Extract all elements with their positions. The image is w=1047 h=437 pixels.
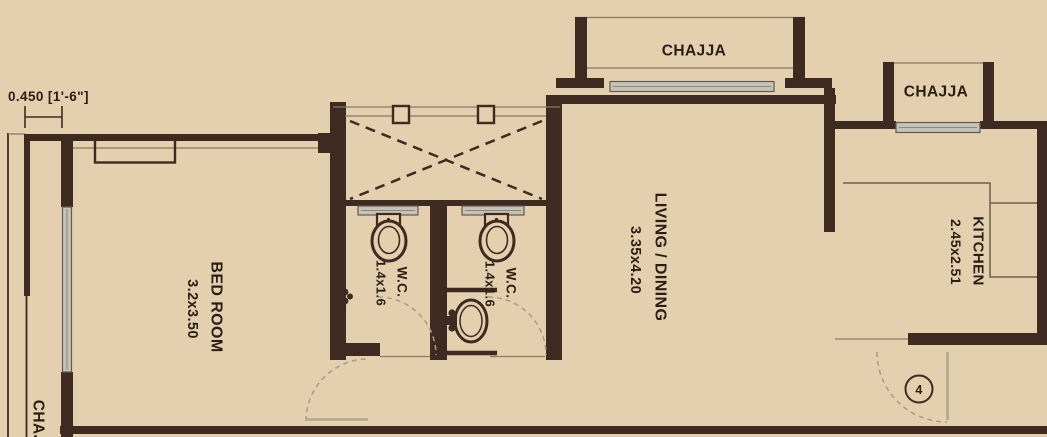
living-name: LIVING / DINING	[652, 193, 669, 322]
toilet-wc1	[370, 212, 408, 263]
chajja-top-label: CHAJJA	[662, 43, 726, 60]
wall-segment	[908, 333, 1047, 345]
wall-segment	[346, 200, 546, 206]
duct-cross-line	[349, 119, 543, 201]
wc1-door-arc	[377, 296, 437, 356]
chajja-pillar	[883, 62, 894, 126]
tap-body	[338, 292, 343, 301]
bedroom-door-arc	[305, 358, 369, 422]
wall-pier	[318, 133, 331, 153]
wall-segment	[824, 88, 835, 232]
kitchen-platform	[843, 182, 1037, 278]
chajja-pillar	[793, 17, 805, 80]
room-labels: BED ROOM 3.2x3.50 W.C. 1.4x1.6 W.C. 1.4x…	[30, 193, 987, 437]
wc2-name: W.C.	[504, 268, 519, 299]
wall-segment	[980, 121, 1047, 129]
door-tag-circle	[904, 374, 934, 404]
wall-segment	[344, 343, 380, 356]
entrance-door-arc	[876, 351, 948, 423]
wall-segment	[61, 372, 73, 437]
wall-segment	[60, 426, 1047, 434]
wall-segment	[61, 139, 73, 207]
wall-segment	[24, 134, 345, 141]
platform-edge	[843, 182, 1037, 278]
wall-segment	[1037, 121, 1047, 345]
toilet-bowl-inner	[377, 225, 401, 255]
tap-knob	[347, 293, 353, 300]
chajja-right-label: CHAJJA	[904, 84, 968, 101]
dimension-annotation: 0.450 [1'-6"]	[8, 89, 89, 128]
wc2-door-arc	[487, 296, 547, 356]
tap-knob	[341, 288, 349, 296]
wall-segment	[330, 102, 346, 360]
washbasin-wc2	[438, 287, 497, 356]
wall-niche-box	[93, 136, 177, 164]
toilet-bowl-inner	[485, 225, 509, 255]
kitchen-size: 2.45x2.51	[948, 219, 964, 285]
tap-knob	[341, 297, 349, 305]
tap-wc1	[338, 288, 353, 305]
dimension-label: 0.450 [1'-6"]	[8, 89, 89, 104]
wall-segment	[430, 203, 447, 360]
column	[391, 104, 411, 125]
wall-segment	[546, 95, 562, 360]
basin-counter	[438, 287, 497, 356]
bedroom-name: BED ROOM	[208, 261, 225, 352]
wc1-name: W.C.	[395, 267, 410, 298]
duct-area	[333, 104, 560, 201]
wall-segment	[556, 78, 604, 88]
wall-segment	[832, 121, 896, 129]
wall-segment	[24, 134, 30, 296]
door-tag-label: 4	[915, 383, 922, 397]
chajja-top: CHAJJA	[556, 16, 832, 93]
column	[476, 104, 496, 125]
tap-body	[447, 316, 457, 325]
chajja-right: CHAJJA	[883, 62, 994, 134]
kitchen-name: KITCHEN	[970, 216, 987, 285]
wc2-size: 1.4x1.6	[483, 261, 498, 307]
chajja-pillar	[575, 17, 587, 80]
basin-tap	[447, 309, 457, 332]
chajja-left-label: CHAJJA	[30, 400, 47, 437]
tap-knob	[448, 309, 456, 317]
chajja-pillar	[983, 62, 994, 126]
wall-segment	[785, 78, 832, 88]
wall-segment	[546, 95, 836, 104]
basin-bowl-inner	[459, 304, 483, 338]
toilet-wc2	[478, 212, 516, 263]
wc1-size: 1.4x1.6	[374, 260, 389, 306]
tap-knob	[448, 324, 456, 332]
walls	[7, 88, 1047, 437]
living-size: 3.35x4.20	[627, 226, 643, 294]
bedroom-size: 3.2x3.50	[184, 279, 200, 339]
doors: 4	[305, 296, 949, 423]
